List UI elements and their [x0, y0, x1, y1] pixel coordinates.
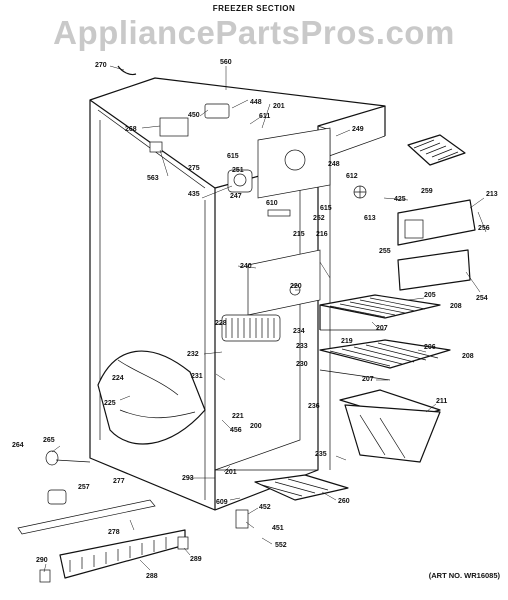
hinge-parts: [39, 509, 249, 583]
callout-452: 452: [259, 504, 271, 511]
callout-289: 289: [190, 556, 202, 563]
callout-254: 254: [476, 295, 488, 302]
callout-232: 232: [187, 351, 199, 358]
callout-201-top: 201: [273, 103, 285, 110]
fan-motor: [227, 169, 367, 199]
callout-288: 288: [146, 573, 158, 580]
section-title: FREEZER SECTION: [212, 4, 296, 13]
evaporator-cover: [247, 127, 331, 316]
callout-560: 560: [220, 59, 232, 66]
callout-208-upper: 208: [450, 303, 462, 310]
callout-435: 435: [188, 191, 200, 198]
callout-247: 247: [230, 193, 242, 200]
callout-224: 224: [112, 375, 124, 382]
callout-563: 563: [147, 175, 159, 182]
callout-216: 216: [316, 231, 328, 238]
callout-260: 260: [338, 498, 350, 505]
callout-220: 220: [290, 283, 302, 290]
callout-264: 264: [12, 442, 24, 449]
watermark: AppliancePartsPros.com: [53, 14, 455, 51]
callout-448: 448: [250, 99, 262, 106]
callout-290: 290: [36, 557, 48, 564]
callout-252: 252: [313, 215, 325, 222]
callout-234: 234: [293, 328, 305, 335]
callout-236: 236: [308, 403, 320, 410]
wire-shelf-lower: [319, 339, 451, 381]
callout-208-lower: 208: [462, 353, 474, 360]
callout-277: 277: [113, 478, 125, 485]
callout-270: 270: [95, 62, 107, 69]
callout-200: 200: [250, 423, 262, 430]
callout-278: 278: [108, 529, 120, 536]
callout-213: 213: [486, 191, 498, 198]
callout-233: 233: [296, 343, 308, 350]
callout-219: 219: [341, 338, 353, 345]
callout-221: 221: [232, 413, 244, 420]
callout-labels: 270 560 448 450 201 611 268 249 615 275 …: [12, 59, 498, 580]
callout-268: 268: [125, 126, 137, 133]
wire-shelf-upper: [319, 294, 441, 331]
callout-256: 256: [478, 225, 490, 232]
toe-grille: [59, 529, 186, 579]
callout-248: 248: [328, 161, 340, 168]
art-number: (ART NO. WR16085): [428, 571, 500, 580]
ice-bin: [397, 199, 476, 291]
ice-tray: [407, 134, 466, 166]
callout-251: 251: [232, 167, 244, 174]
callout-255: 255: [379, 248, 391, 255]
drain-pan: [254, 474, 349, 501]
callout-552: 552: [275, 542, 287, 549]
callout-205: 205: [424, 292, 436, 299]
leader-lines: [43, 65, 487, 573]
callout-293: 293: [182, 475, 194, 482]
callout-259: 259: [421, 188, 433, 195]
ice-bucket: [339, 389, 441, 463]
cabinet-outline: [89, 77, 386, 511]
callout-265: 265: [43, 437, 55, 444]
callout-456: 456: [230, 427, 242, 434]
callout-609: 609: [216, 499, 228, 506]
callout-211: 211: [436, 398, 447, 405]
callout-611: 611: [259, 113, 270, 120]
callout-228: 228: [215, 320, 227, 327]
callout-206: 206: [424, 344, 436, 351]
callout-235: 235: [315, 451, 327, 458]
evaporator-coil: [221, 314, 281, 342]
callout-201-bottom: 201: [225, 469, 237, 476]
door-basket: [97, 350, 206, 445]
callout-275: 275: [188, 165, 200, 172]
callout-240: 240: [240, 263, 252, 270]
callout-225: 225: [104, 400, 116, 407]
callout-207-upper: 207: [376, 325, 388, 332]
callout-230: 230: [296, 361, 308, 368]
callout-450: 450: [188, 112, 200, 119]
callout-249: 249: [352, 126, 364, 133]
callout-425: 425: [394, 196, 406, 203]
callout-451: 451: [272, 525, 284, 532]
callout-207-lower: 207: [362, 376, 374, 383]
thermostat-bracket: [117, 65, 230, 153]
callout-615-lower: 615: [320, 205, 332, 212]
callout-613: 613: [364, 215, 376, 222]
callout-215: 215: [293, 231, 305, 238]
grille-rail: [17, 450, 156, 535]
callout-610: 610: [266, 200, 278, 207]
callout-615-upper: 615: [227, 153, 239, 160]
callout-612: 612: [346, 173, 358, 180]
callout-257: 257: [78, 484, 90, 491]
callout-231: 231: [191, 373, 203, 380]
